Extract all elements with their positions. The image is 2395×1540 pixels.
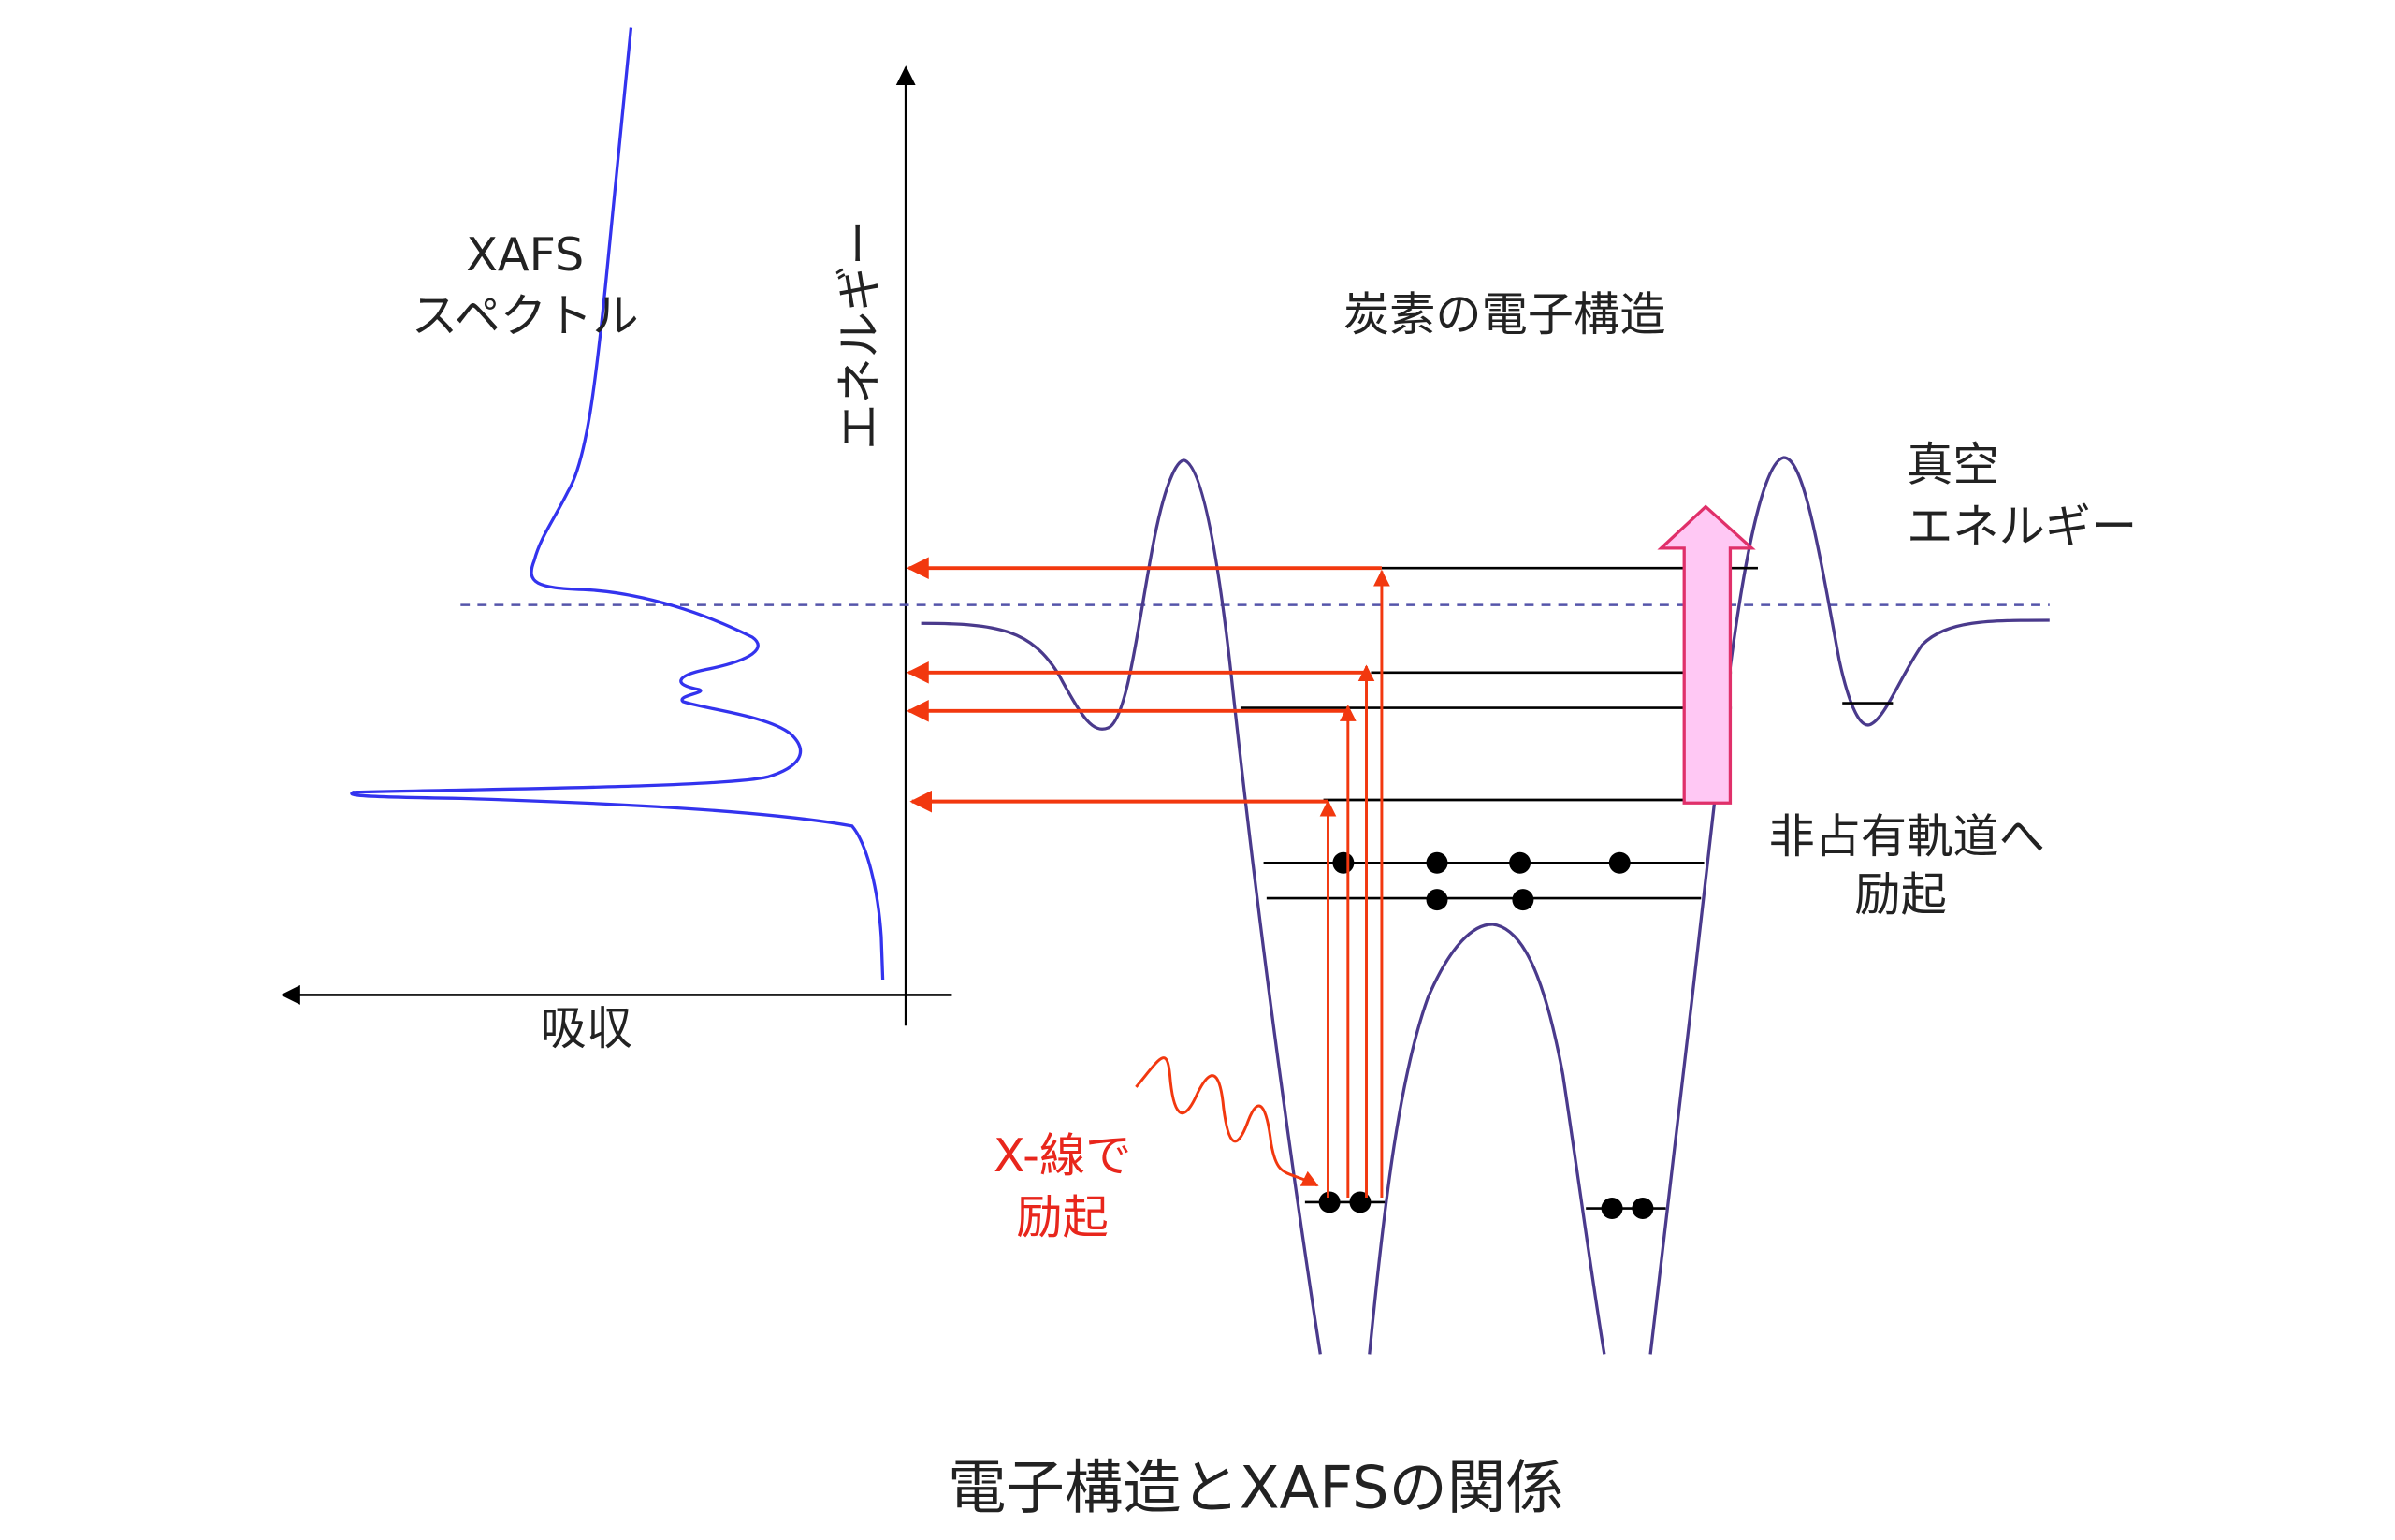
xray-wave-icon <box>1135 1056 1319 1187</box>
vacuum-energy-label-line2: エネルギー <box>1907 499 2137 553</box>
vacuum-energy-label-line1: 真空 <box>1907 438 1998 492</box>
transition-arrows <box>907 557 1390 1199</box>
excitation-up-arrow-icon <box>1657 504 1756 805</box>
xafs-spectrum-curve <box>350 27 885 981</box>
unoccupied-label-line1: 非占有軌道へ <box>1768 809 2044 864</box>
xray-label-line2: 励起 <box>1016 1190 1108 1244</box>
unoccupied-label-line2: 励起 <box>1854 867 1946 922</box>
diagram-title: 電子構造とXAFSの関係 <box>948 1454 1563 1522</box>
carbon-structure-label: 炭素の電子構造 <box>1343 287 1666 341</box>
energy-axis-label: エネルギー <box>832 220 886 450</box>
energy-levels <box>1240 566 1894 1210</box>
spectrum-label-line1: XAFS <box>466 227 584 282</box>
xray-label-line1: X-線で <box>994 1128 1131 1183</box>
spectrum-label-line2: スペクトル <box>412 288 639 342</box>
carbon-potential-curves <box>921 456 2050 1355</box>
electrons <box>1318 851 1654 1219</box>
absorption-axis-label: 吸収 <box>541 1001 632 1055</box>
